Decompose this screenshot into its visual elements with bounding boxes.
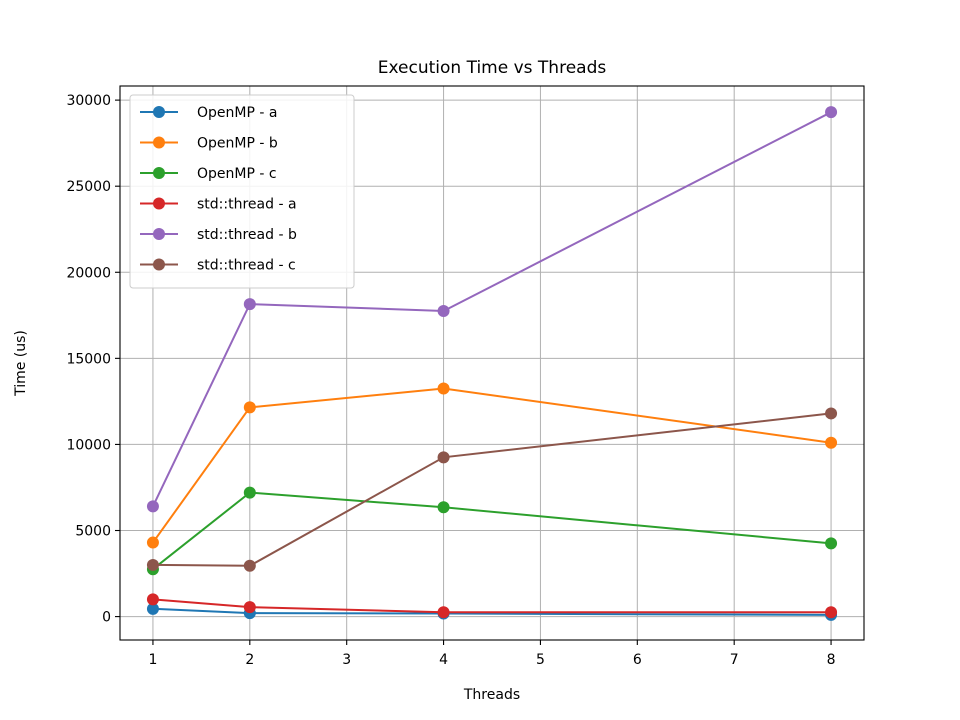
y-tick-label: 5000	[75, 524, 111, 540]
data-point	[146, 602, 159, 615]
data-point	[243, 486, 256, 499]
x-axis-label: Threads	[463, 687, 520, 703]
legend-item: std::thread - b	[140, 227, 297, 243]
y-tick-label: 15000	[66, 351, 111, 367]
y-tick-label: 20000	[66, 265, 111, 281]
x-tick-label: 2	[245, 652, 254, 668]
x-tick-label: 8	[827, 652, 836, 668]
legend-box	[129, 94, 355, 289]
data-point	[437, 501, 450, 514]
data-point	[243, 559, 256, 572]
legend-label: std::thread - c	[197, 258, 296, 274]
y-axis-label: Time (us)	[13, 330, 29, 397]
series-4	[146, 106, 838, 513]
data-point	[825, 606, 838, 619]
legend-label: OpenMP - b	[197, 136, 278, 152]
x-tick-label: 1	[148, 652, 157, 668]
legend-item: std::thread - a	[140, 197, 297, 213]
data-point	[437, 305, 450, 318]
series-line	[152, 387, 832, 544]
data-point	[146, 558, 159, 571]
data-point	[146, 536, 159, 549]
series-5	[146, 407, 838, 572]
ticks: 1 2 3 4 5 6 7 8 0 5000 10000 15000 20000 25000 30000	[66, 93, 835, 668]
x-tick-label: 4	[439, 652, 448, 668]
legend-item: std::thread - c	[140, 258, 296, 274]
data-point	[437, 382, 450, 395]
chart-title: Execution Time vs Threads	[378, 58, 607, 78]
legend-marker	[153, 228, 165, 240]
data-point	[825, 106, 838, 119]
grid	[120, 86, 864, 640]
legend-label: std::thread - a	[197, 197, 297, 213]
legend-label: std::thread - b	[197, 227, 297, 243]
data-point	[437, 451, 450, 464]
legend-label: OpenMP - c	[197, 166, 277, 182]
y-tick-label: 10000	[66, 437, 111, 453]
x-tick-label: 5	[536, 652, 545, 668]
legend-marker	[153, 106, 165, 118]
legend-label: OpenMP - a	[197, 105, 277, 121]
series-line	[151, 111, 832, 507]
data-point	[146, 500, 159, 513]
legend-marker	[153, 136, 165, 149]
series-1	[146, 382, 838, 549]
legend-item: OpenMP - c	[140, 166, 277, 182]
data-point	[243, 401, 256, 414]
legend-marker	[153, 258, 165, 271]
y-tick-label: 0	[102, 610, 111, 626]
y-tick-label: 30000	[66, 93, 111, 109]
data-point	[437, 606, 450, 619]
series-line	[152, 491, 832, 570]
legend-item: OpenMP - a	[140, 105, 277, 121]
data-point	[825, 436, 838, 449]
axes-frame	[119, 85, 865, 641]
data-point	[243, 601, 256, 614]
x-tick-label: 7	[730, 652, 739, 668]
legend-marker	[153, 197, 165, 210]
series-line	[152, 607, 832, 616]
y-tick-label: 25000	[66, 179, 111, 195]
x-tick-label: 3	[342, 652, 351, 668]
series-layer	[146, 106, 838, 621]
data-point	[146, 593, 159, 606]
series-3	[146, 593, 838, 619]
data-point	[825, 407, 838, 420]
data-point	[243, 298, 256, 311]
x-tick-label: 6	[633, 652, 642, 668]
series-line	[152, 598, 832, 614]
legend-item: OpenMP - b	[140, 136, 278, 152]
data-point	[825, 537, 838, 550]
legend-marker	[153, 167, 165, 179]
series-line	[152, 412, 832, 567]
